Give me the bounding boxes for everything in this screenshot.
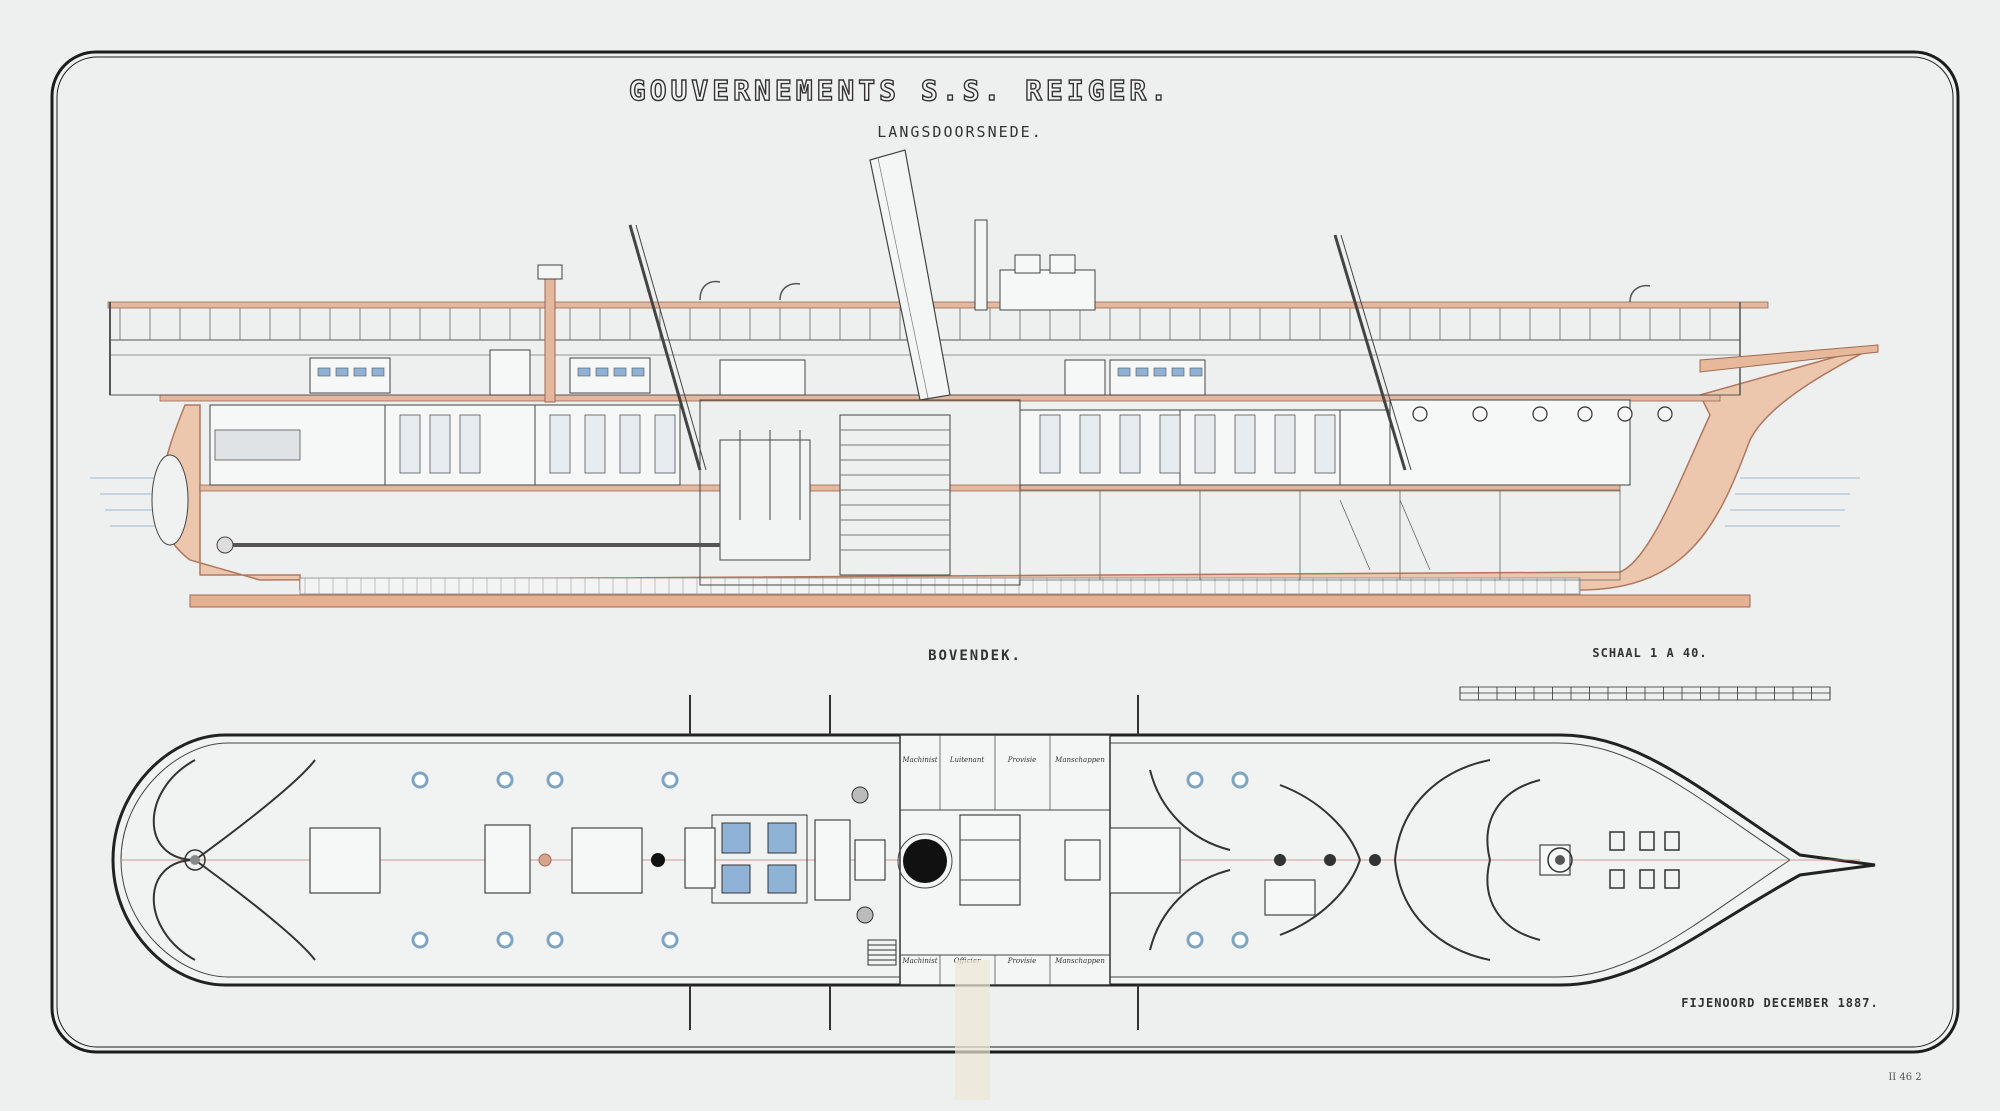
main-mast <box>628 224 702 471</box>
bowsprit <box>1699 344 1879 373</box>
plan-label: BOVENDEK. <box>928 648 1022 664</box>
double-bottom <box>299 577 1581 595</box>
floor-frames <box>304 578 1580 594</box>
ventilator-head <box>411 771 429 789</box>
bridge <box>999 254 1096 311</box>
ventilator-heads <box>411 771 1249 949</box>
fold-crease <box>955 960 990 1100</box>
gangway-steps <box>867 939 897 966</box>
keel-band <box>189 594 1751 608</box>
longitudinal-section <box>90 149 1879 608</box>
engine-room <box>699 399 1021 586</box>
cabin-door <box>1079 414 1101 474</box>
skylight-windows <box>317 367 1203 377</box>
hatches <box>309 819 1571 916</box>
ventilator-head <box>546 931 564 949</box>
outer-frame <box>50 50 1960 1054</box>
ventilator-head <box>1186 771 1204 789</box>
plan-cabin-label-bottom-4: Manschappen <box>1054 957 1105 965</box>
ventilator-head <box>661 931 679 949</box>
plan-cabin-label-bottom-3: Provisie <box>1007 957 1036 965</box>
cabin-door <box>584 414 606 474</box>
catalog-mark: II 46 2 <box>1888 1072 1921 1083</box>
cabin-door <box>429 414 451 474</box>
ventilator-head <box>1231 931 1249 949</box>
aft-vent-cap <box>537 264 563 280</box>
ventilators <box>699 280 1651 303</box>
ventilator-head <box>1231 771 1249 789</box>
plan-cabin-label-bottom-1: Machinist <box>901 957 937 965</box>
rudder <box>151 454 189 546</box>
ventilator-head <box>496 931 514 949</box>
cabin-door <box>1039 414 1061 474</box>
fwd-davit-arcs <box>1149 759 1541 961</box>
cabin-door <box>549 414 571 474</box>
portholes <box>1412 406 1673 422</box>
ventilator-head <box>411 931 429 949</box>
ventilator-head <box>546 771 564 789</box>
davit-posts <box>689 695 1139 1030</box>
fore-mast <box>1333 234 1407 471</box>
plan-cabin-label-top-4: Manschappen <box>1054 756 1105 764</box>
hold-frames <box>1019 489 1621 581</box>
date-line: FIJENOORD DECEMBER 1887. <box>1681 996 1878 1010</box>
cabin-door <box>1314 414 1336 474</box>
upper-deck-plan: Machinist Luitenant Provisie Manschappen… <box>111 695 1876 1030</box>
cabin-door <box>654 414 676 474</box>
cabin-door <box>399 414 421 474</box>
cabin-door <box>1194 414 1216 474</box>
cabin-door <box>619 414 641 474</box>
deckhouses <box>309 349 1206 396</box>
cabin-door <box>1234 414 1256 474</box>
windlass <box>1547 847 1573 873</box>
cabin-door <box>459 414 481 474</box>
propeller-hub <box>216 536 234 554</box>
plan-cabin-label-top-2: Luitenant <box>949 756 985 764</box>
funnel <box>869 149 951 401</box>
plan-cabin-label-top-1: Machinist <box>901 756 937 764</box>
section-label: LANGSDOORSNEDE. <box>877 123 1042 141</box>
cabin-door <box>1274 414 1296 474</box>
drawing-title: GOUVERNEMENTS S.S. REIGER. <box>629 74 1171 107</box>
inner-frame <box>56 56 1954 1048</box>
ventilator-head <box>496 771 514 789</box>
ventilator-head <box>661 771 679 789</box>
skylights <box>721 822 797 894</box>
bitts <box>1609 831 1680 889</box>
awning-deck <box>107 301 1769 309</box>
funnel-top <box>903 839 947 883</box>
scale-label: SCHAAL 1 A 40. <box>1592 646 1707 660</box>
aft-davit-arcs <box>152 759 316 961</box>
steam-pipe <box>974 219 988 311</box>
plan-cabin-label-top-3: Provisie <box>1007 756 1036 764</box>
aft-vent-mast <box>544 271 556 403</box>
cabin-door <box>1119 414 1141 474</box>
cabin-doors <box>399 414 1336 474</box>
cabin-door <box>1159 414 1181 474</box>
aft-sofa <box>214 429 301 461</box>
ventilator-head <box>1186 931 1204 949</box>
scale-bar <box>1459 686 1831 701</box>
